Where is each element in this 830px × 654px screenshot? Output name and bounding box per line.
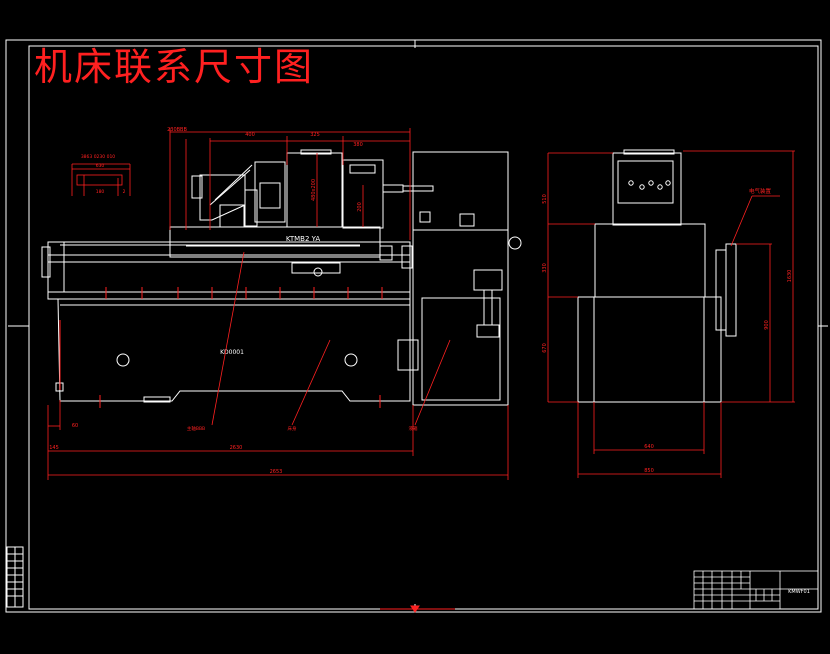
side-dim-h-outer: 850 — [644, 468, 654, 474]
side-callout-label: 电气装置 — [749, 187, 772, 195]
side-top-unit — [612, 152, 682, 226]
side-electrical — [725, 243, 737, 337]
dim-top-left: 400 — [245, 132, 255, 138]
model-plate: KTMB2 YA — [286, 235, 321, 243]
inner-frame — [28, 45, 819, 610]
callout-a: 主轴BBB — [187, 425, 205, 432]
center-marks — [8, 40, 828, 612]
dim-top-small: 230BBB — [167, 127, 187, 133]
end-cap-left — [41, 246, 51, 278]
dim-vert-a: 480x200 — [311, 179, 317, 201]
callout-c: 液箱 — [409, 425, 418, 432]
callout-b: 床身 — [288, 425, 297, 432]
side-dim-v-mid: 330 — [542, 263, 548, 273]
dim-vert-b: 200 — [357, 202, 363, 212]
side-dimension-lines — [547, 150, 795, 478]
side-dim-v-top: 510 — [542, 194, 548, 204]
bed-bolt-marks — [59, 287, 383, 408]
dim-bottom-left: 145 — [49, 445, 59, 451]
motor — [254, 161, 286, 223]
title-block — [693, 570, 819, 610]
side-dim-h-inner: 640 — [644, 444, 654, 450]
spindle-housing — [286, 152, 343, 228]
side-base — [577, 296, 722, 403]
side-dim-v-right: 900 — [764, 320, 770, 330]
side-dim-v-bot: 670 — [542, 343, 548, 353]
front-view — [41, 149, 522, 406]
inset-title: 3863 0230 010 — [81, 154, 115, 160]
bed-base — [57, 298, 411, 402]
dim-top-right: 380 — [353, 142, 363, 148]
side-dim-v-total: 1630 — [787, 270, 793, 283]
work-table — [169, 226, 381, 258]
front-dimension-lines — [47, 128, 509, 480]
inset-b: 2 — [123, 189, 126, 195]
body-label: KD0001 — [220, 349, 244, 356]
side-view — [577, 149, 737, 403]
side-upper — [594, 223, 706, 298]
title-block-code: KMWF01 — [788, 589, 810, 595]
inset-a: 180 — [96, 189, 105, 195]
drawing-title: 机床联系尺寸图 — [34, 45, 315, 89]
revision-strip — [6, 546, 24, 608]
side-top-holes — [628, 180, 671, 190]
bed-top-rail — [47, 291, 411, 300]
dim-overall-inner: 2630 — [230, 445, 243, 451]
inset-sketch — [71, 163, 131, 196]
dim-top-mid: 325 — [310, 132, 320, 138]
inset-sub: 630 — [96, 163, 105, 169]
bottom-center-marker — [380, 605, 455, 613]
dim-bottom-small: 60 — [72, 423, 78, 429]
dim-overall-total: 2653 — [270, 469, 283, 475]
guide-way — [47, 241, 411, 293]
cabinet-lower — [412, 229, 509, 406]
